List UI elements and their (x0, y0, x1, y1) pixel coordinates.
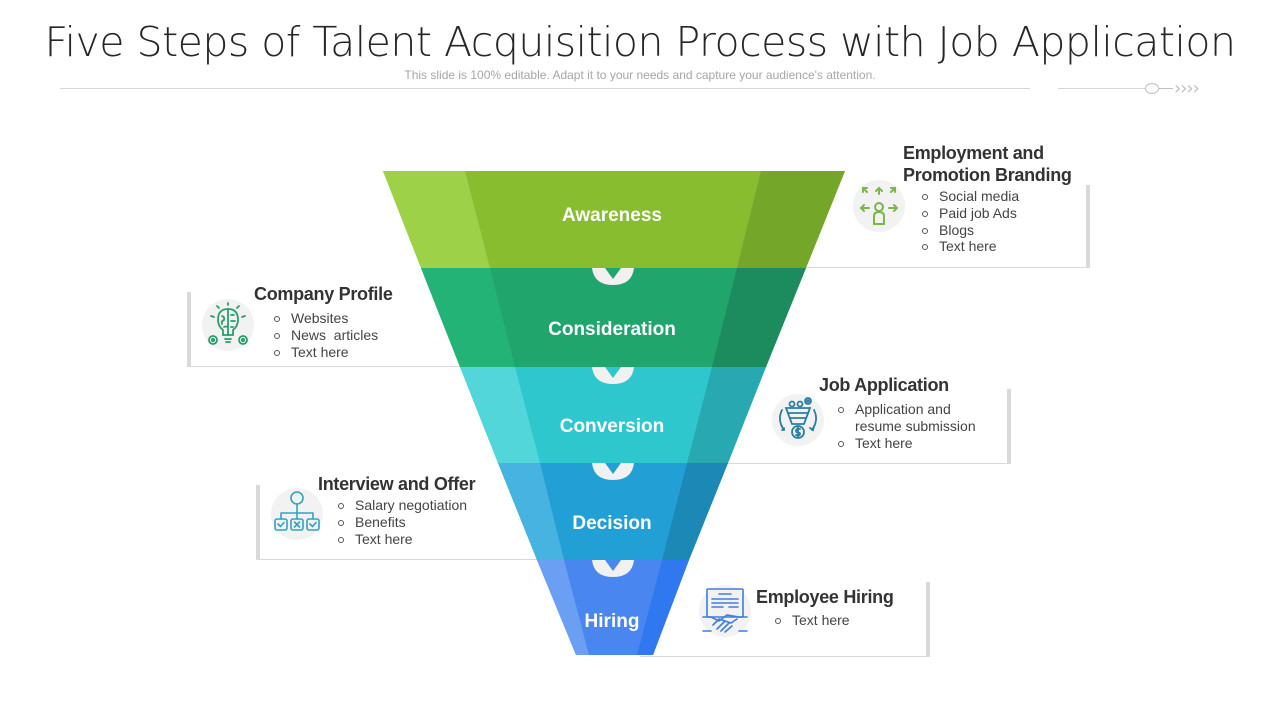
stage-label-decision: Decision (572, 513, 652, 534)
hierarchy-checklist-icon (271, 488, 323, 540)
slide-subtitle: This slide is 100% editable. Adapt it to… (404, 68, 876, 82)
list-item: News articles (273, 327, 378, 344)
callout-title: Employment and Promotion Branding (903, 143, 1072, 185)
callout-list: Websites News articles Text here (273, 310, 378, 360)
callout-title: Company Profile (254, 284, 393, 304)
funnel-stage-awareness (383, 171, 845, 268)
list-item: Paid job Ads (921, 205, 1019, 222)
people-arrows-icon (853, 180, 905, 232)
callout-list: Application and resume submission Text h… (837, 401, 987, 451)
callout-list: Text here (774, 612, 850, 629)
callout-title: Employee Hiring (756, 587, 894, 607)
chevron-down-icon (592, 367, 634, 384)
chevron-down-icon (592, 560, 634, 577)
list-item: Blogs (921, 222, 1019, 239)
slide-title: Five Steps of Talent Acquisition Process… (44, 18, 1236, 66)
contract-handshake-icon (699, 585, 751, 637)
list-item: Benefits (337, 514, 467, 531)
callout-title: Job Application (819, 375, 949, 395)
stage-label-conversion: Conversion (559, 416, 665, 437)
callout-title: Interview and Offer (318, 474, 476, 494)
brain-bulb-gears-icon (202, 299, 254, 351)
funnel-stage-consideration (421, 268, 806, 367)
callout-list: Salary negotiation Benefits Text here (337, 497, 467, 547)
chevrons-right-icon: ›››› (1174, 78, 1200, 99)
callout-employment-branding-box (800, 185, 1090, 268)
stage-label-consideration: Consideration (548, 319, 676, 340)
chevron-down-icon (592, 463, 634, 480)
callout-list: Social media Paid job Ads Blogs Text her… (921, 188, 1019, 255)
header-divider-gap (1030, 87, 1058, 90)
list-item: Text here (774, 612, 850, 629)
stage-label-awareness: Awareness (562, 205, 662, 226)
divider-tail (1159, 88, 1173, 89)
list-item: Text here (921, 238, 1019, 255)
funnel-stage-hiring (537, 560, 689, 655)
divider-circle-icon (1145, 83, 1159, 94)
chevron-down-icon (592, 268, 634, 285)
list-item: Application and resume submission (837, 401, 987, 435)
list-item: Social media (921, 188, 1019, 205)
list-item: Salary negotiation (337, 497, 467, 514)
funnel-dollar-icon (772, 394, 824, 446)
list-item: Websites (273, 310, 378, 327)
header-divider (60, 88, 1145, 89)
callout-job-application-box (720, 389, 1011, 464)
list-item: Text here (837, 435, 987, 452)
list-item: Text here (337, 531, 467, 548)
callout-employee-hiring-box (640, 582, 930, 657)
funnel-stage-decision (498, 463, 728, 560)
funnel-stage-conversion (460, 367, 766, 463)
list-item: Text here (273, 344, 378, 361)
stage-label-hiring: Hiring (584, 611, 640, 632)
